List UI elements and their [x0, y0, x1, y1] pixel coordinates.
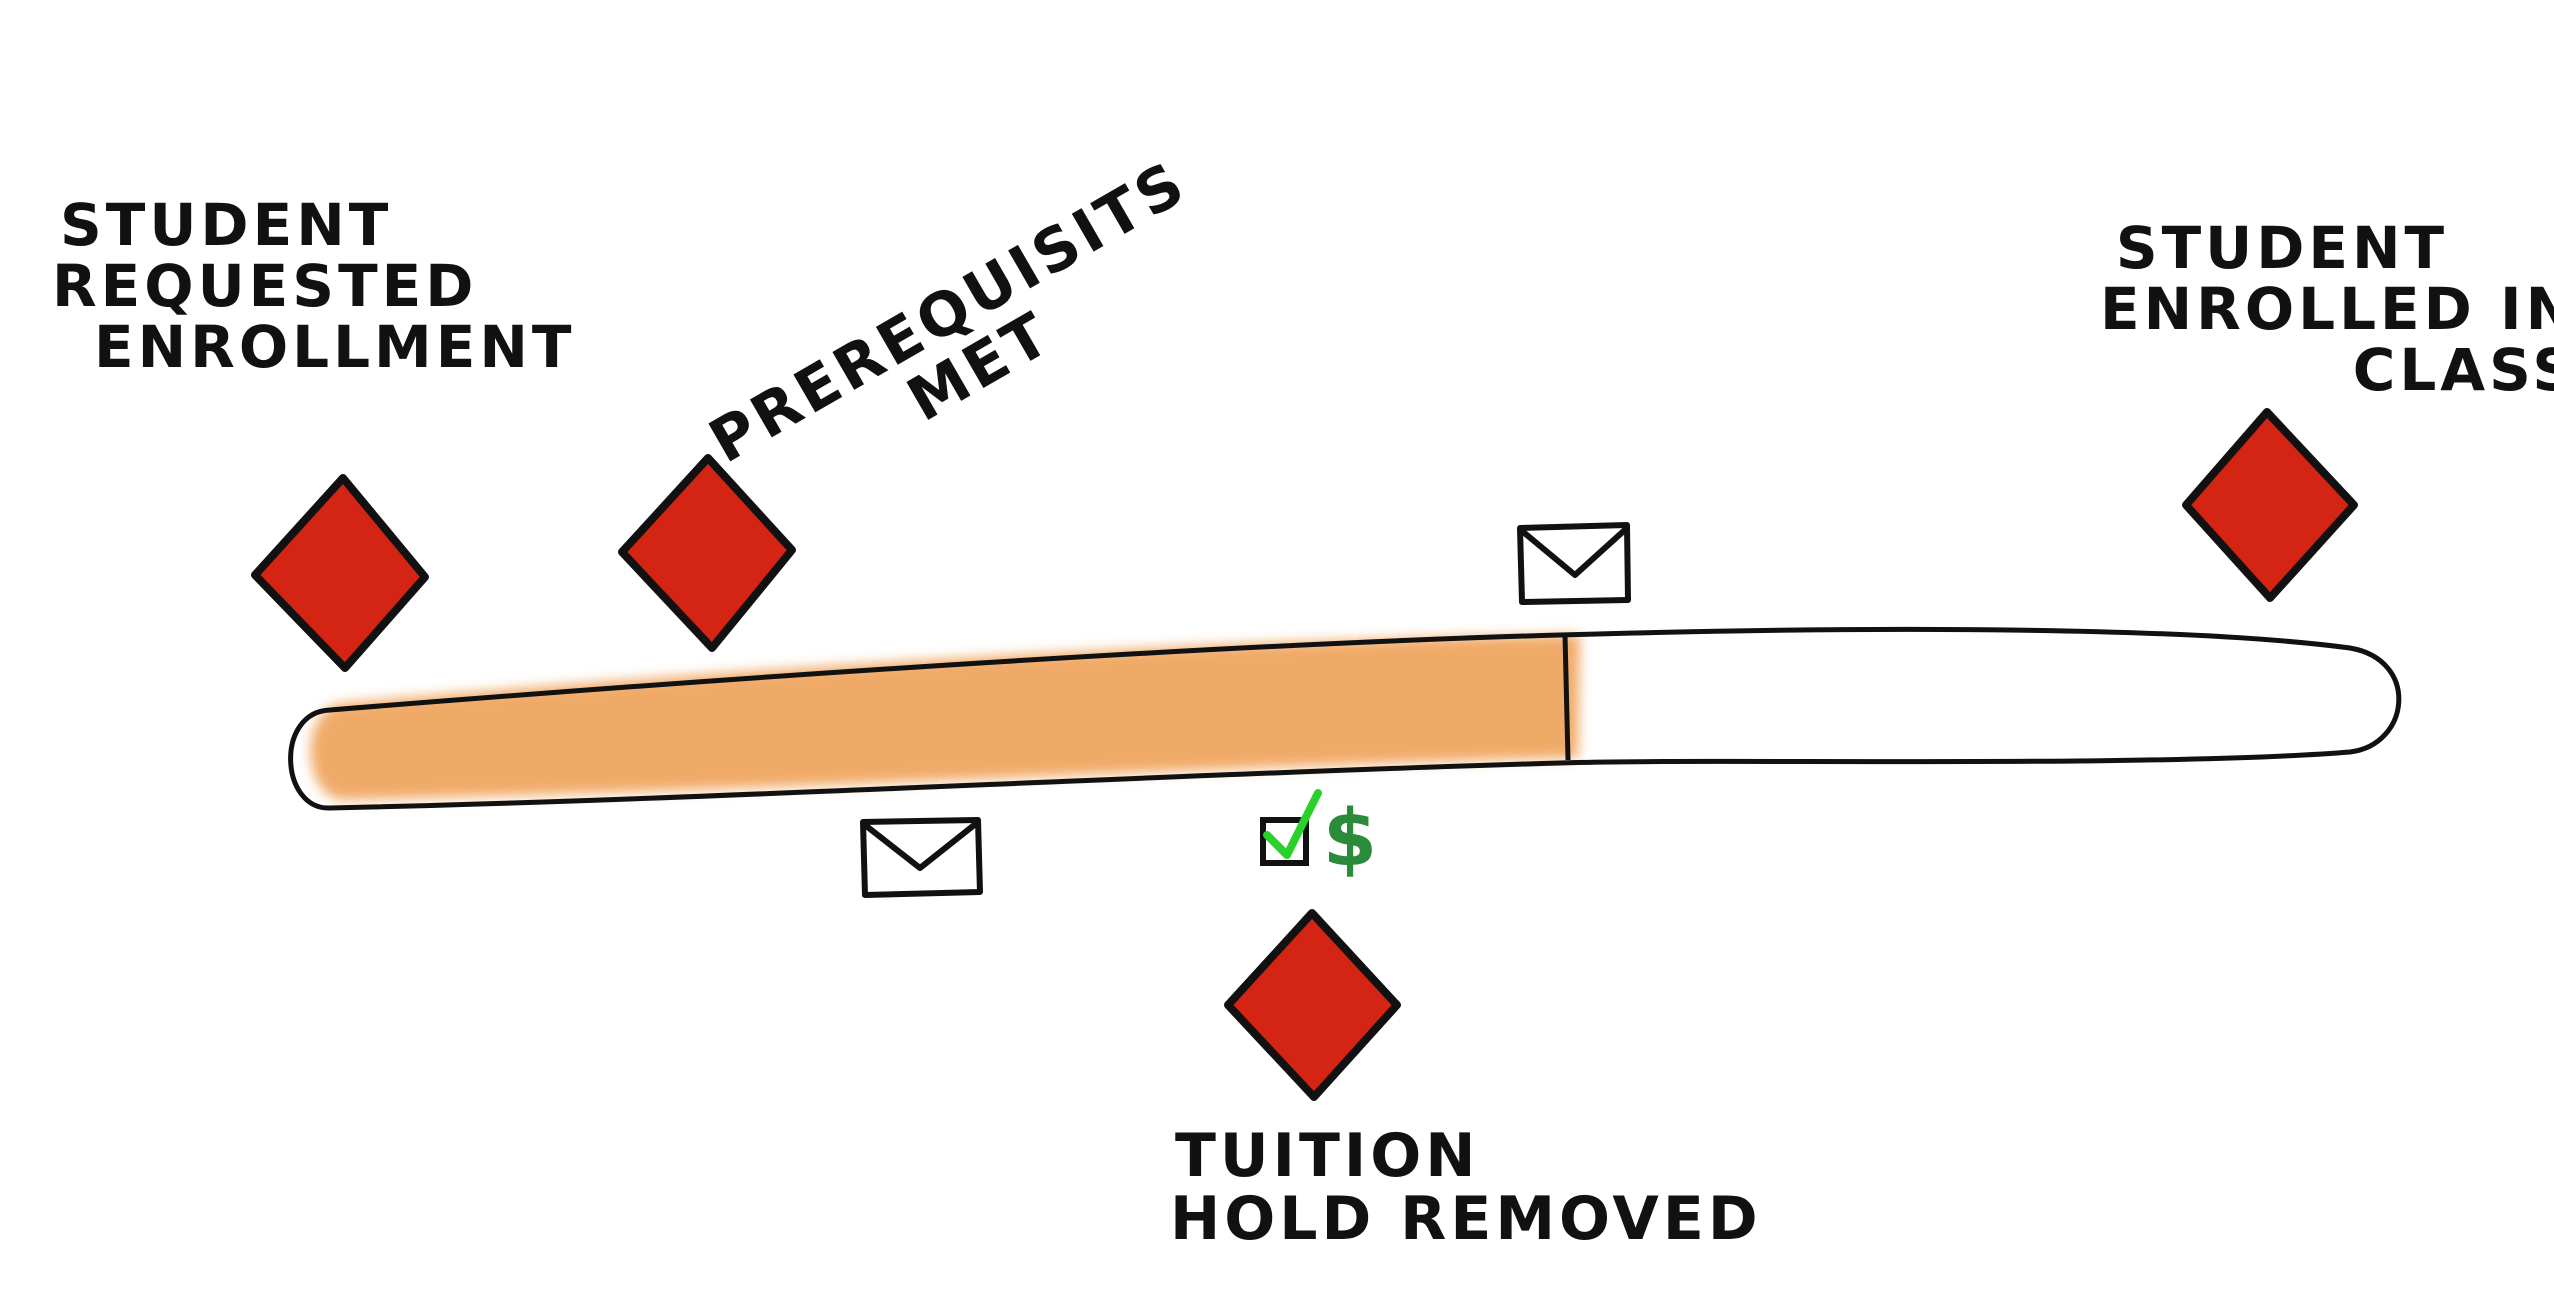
milestone-diamond-enrolled	[2182, 408, 2358, 602]
dollar-icon: $	[1323, 794, 1377, 884]
label-line: STUDENT	[2115, 214, 2449, 282]
label-line: TUITION	[1175, 1121, 1480, 1191]
milestone-label-tuition: TUITION HOLD REMOVED	[1170, 1121, 1762, 1251]
milestone-diamond-prereq	[618, 454, 796, 652]
milestone-label-enrolled: STUDENT ENROLLED IN CLASS	[2100, 218, 2554, 401]
label-line: ENROLLED IN	[2100, 274, 2554, 343]
label-line: ENROLLMENT	[94, 312, 576, 381]
checkmark-icon	[1263, 789, 1322, 859]
label-line: STUDENT	[60, 191, 393, 259]
svg-text:$: $	[1323, 794, 1377, 884]
envelope-icon	[860, 817, 983, 898]
label-line: HOLD REMOVED	[1170, 1184, 1762, 1254]
progress-bar-fill	[310, 635, 1581, 800]
label-line: CLASS	[2352, 335, 2554, 404]
envelope-icon	[1517, 522, 1631, 605]
milestone-label-requested: STUDENT REQUESTED ENROLLMENT	[52, 191, 576, 381]
milestone-diamond-tuition	[1224, 909, 1401, 1101]
milestone-diamond-requested	[251, 474, 429, 672]
progress-bar-outline	[288, 626, 2402, 811]
label-line: REQUESTED	[52, 251, 478, 320]
progress-marker	[1562, 634, 1571, 761]
progress-bar	[288, 626, 2402, 811]
